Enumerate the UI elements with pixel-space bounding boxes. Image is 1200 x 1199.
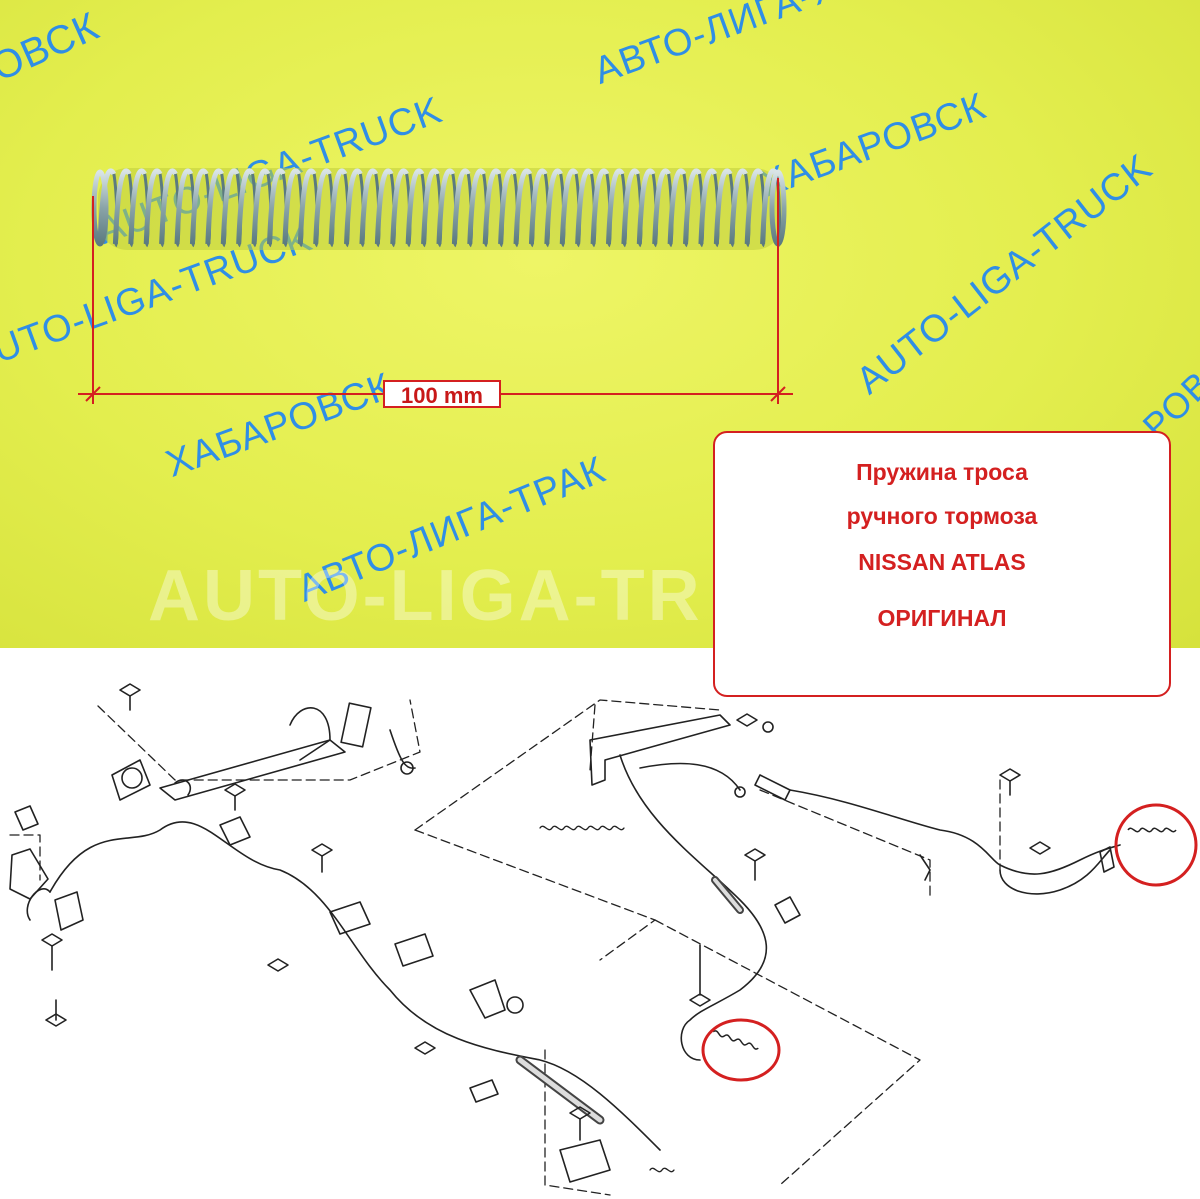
spring-coil (667, 168, 687, 245)
caption-line-4: ОРИГИНАЛ (877, 605, 1007, 631)
rear-cable-assembly (589, 713, 1121, 1061)
spring-coil (159, 168, 178, 245)
highlighted-spring-right (1114, 803, 1198, 887)
spring-coil (482, 168, 502, 245)
spring-coil (236, 168, 255, 245)
caption-line-2: ручного тормоза (846, 503, 1038, 529)
measurement-label: 100 mm (383, 380, 501, 408)
spring-coil (374, 168, 394, 245)
parking-brake-cable-diagram (9, 683, 1198, 1196)
spring-coil (297, 168, 317, 245)
spring-coil (544, 168, 563, 245)
spring-coil (421, 168, 440, 245)
spring-coil (575, 168, 594, 245)
brake-lever-assembly (111, 702, 416, 801)
spring-coil (97, 168, 117, 245)
watermark-big-auto-liga: AUTO-LIGA-TR (148, 556, 703, 636)
spring-coil (559, 168, 579, 245)
spring-coil (251, 168, 271, 245)
spring-coil (467, 168, 486, 245)
spring-coil (174, 168, 194, 245)
spring-coil (405, 168, 425, 245)
spring-coil (729, 168, 748, 245)
spring-coil (744, 168, 764, 245)
spring-coil (205, 168, 224, 245)
highlight-circle-center (701, 1018, 781, 1082)
spring-coils (91, 168, 787, 248)
spring-coil (513, 168, 533, 245)
spring-coil (713, 168, 733, 245)
spring-drawing (78, 168, 793, 404)
spring-coil (328, 168, 348, 245)
spring-coil (528, 168, 548, 245)
spring-coil (267, 168, 286, 245)
spring-coil (451, 168, 471, 245)
spring-coil (313, 168, 332, 245)
product-caption-box: Пружина троса ручного тормоза NISSAN ATL… (713, 431, 1171, 697)
spring-coil (282, 168, 302, 245)
spring-coil (344, 168, 363, 245)
spring-coil (128, 168, 147, 245)
spring-coil (621, 168, 641, 245)
spring-coil (698, 168, 718, 245)
spring-coil (652, 168, 671, 245)
product-photo: ОВСК AUTO-LIGA-TRUCK AUTO-LIGA-TRUCK АВТ… (0, 0, 1200, 648)
loose-springs (539, 825, 675, 1173)
spring-coil (683, 168, 702, 245)
spring-coil (220, 168, 240, 245)
spring-coil (606, 168, 625, 245)
spring-coil (112, 168, 132, 245)
highlighted-spring-center (701, 1018, 781, 1082)
caption-line-1: Пружина троса (856, 459, 1028, 485)
spring-coil (359, 168, 379, 245)
front-cable (49, 821, 661, 1151)
fasteners-left (9, 683, 611, 1183)
dashed-leader-lines (9, 699, 1001, 1196)
spring-coil (189, 168, 209, 245)
highlight-circle-right (1114, 803, 1198, 887)
spring-coil (590, 168, 610, 245)
spring-coil (436, 168, 456, 245)
spring-coil (636, 168, 656, 245)
spring-coil (143, 168, 163, 245)
spring-coil (498, 168, 517, 245)
caption-line-3: NISSAN ATLAS (858, 549, 1026, 575)
spring-coil (390, 168, 409, 245)
